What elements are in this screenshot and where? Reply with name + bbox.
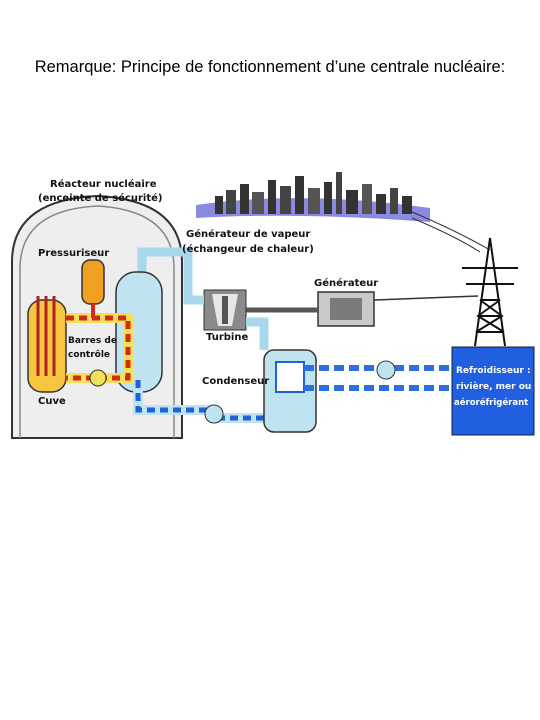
page-title: Remarque: Principe de fonctionnement d’u… xyxy=(34,58,506,76)
control-rods-label-line1: Barres de xyxy=(68,336,117,346)
cooler-label-line3: aéroréfrigérant xyxy=(454,397,528,408)
pylon-icon xyxy=(462,237,518,347)
cooler-box xyxy=(451,346,535,436)
control-rods-icon xyxy=(36,296,56,376)
vessel-label: Cuve xyxy=(38,396,66,407)
feedwater-pump-icon xyxy=(204,404,224,424)
pressurizer-icon xyxy=(81,259,105,305)
turbine-label: Turbine xyxy=(206,332,248,343)
cooler-label-line2: rivière, mer ou xyxy=(456,381,531,392)
cooling-loop xyxy=(304,365,452,391)
primary-pump-icon xyxy=(89,369,107,387)
reactor-label-line1: Réacteur nucléaire xyxy=(50,178,157,190)
city-skyline-icon xyxy=(196,172,430,222)
cooling-pump-icon xyxy=(376,360,396,380)
condenser-label: Condenseur xyxy=(202,376,269,387)
generator-label: Générateur xyxy=(314,277,378,289)
reactor-label-line2: (enceinte de sécurité) xyxy=(38,192,162,204)
cooler-label-line1: Refroidisseur : xyxy=(456,366,531,376)
steam-generator-label-line2: (échangeur de chaleur) xyxy=(182,243,314,255)
pressurizer-label: Pressuriseur xyxy=(38,248,109,259)
turbine-icon xyxy=(203,289,247,331)
steam-generator-label-line1: Générateur de vapeur xyxy=(186,228,310,240)
control-rods-label-line2: contrôle xyxy=(68,349,110,360)
